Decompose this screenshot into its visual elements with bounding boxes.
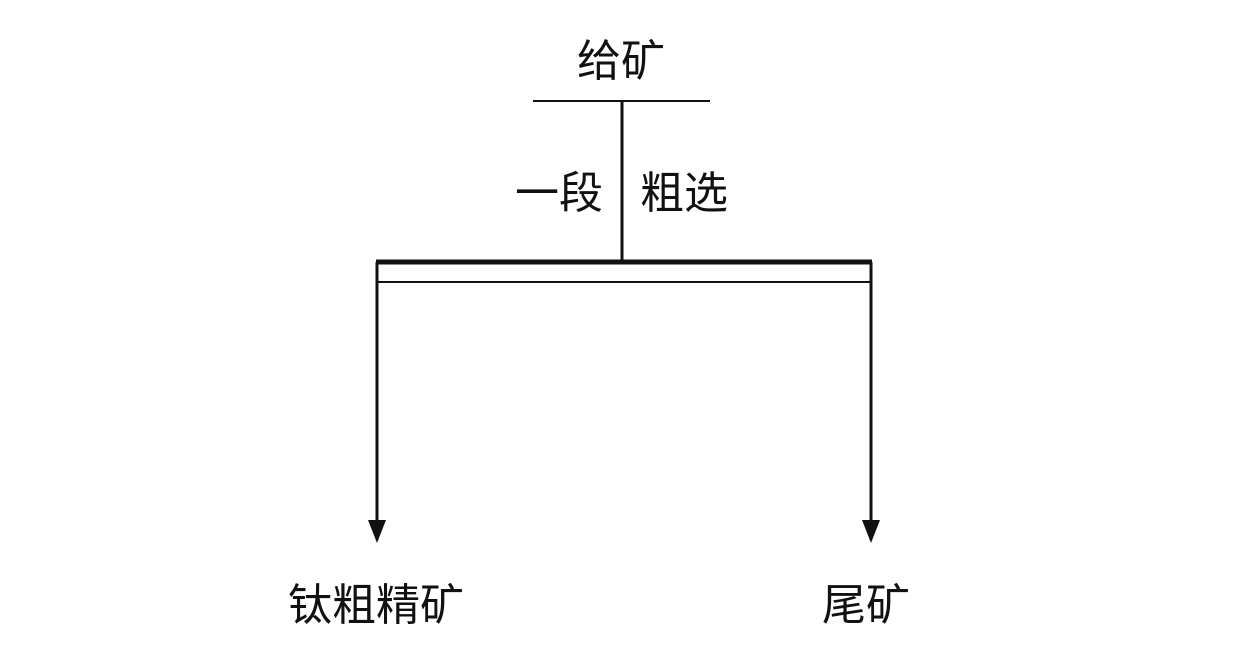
tailings-arrowhead xyxy=(862,520,880,543)
feed-label: 给矿 xyxy=(577,36,665,87)
stage-label-part1: 一段 xyxy=(515,168,603,219)
stage-label-part2: 粗选 xyxy=(640,168,728,219)
concentrate-arrowhead xyxy=(368,520,386,543)
concentrate-label: 钛粗精矿 xyxy=(288,580,464,631)
tailings-label: 尾矿 xyxy=(822,580,910,631)
